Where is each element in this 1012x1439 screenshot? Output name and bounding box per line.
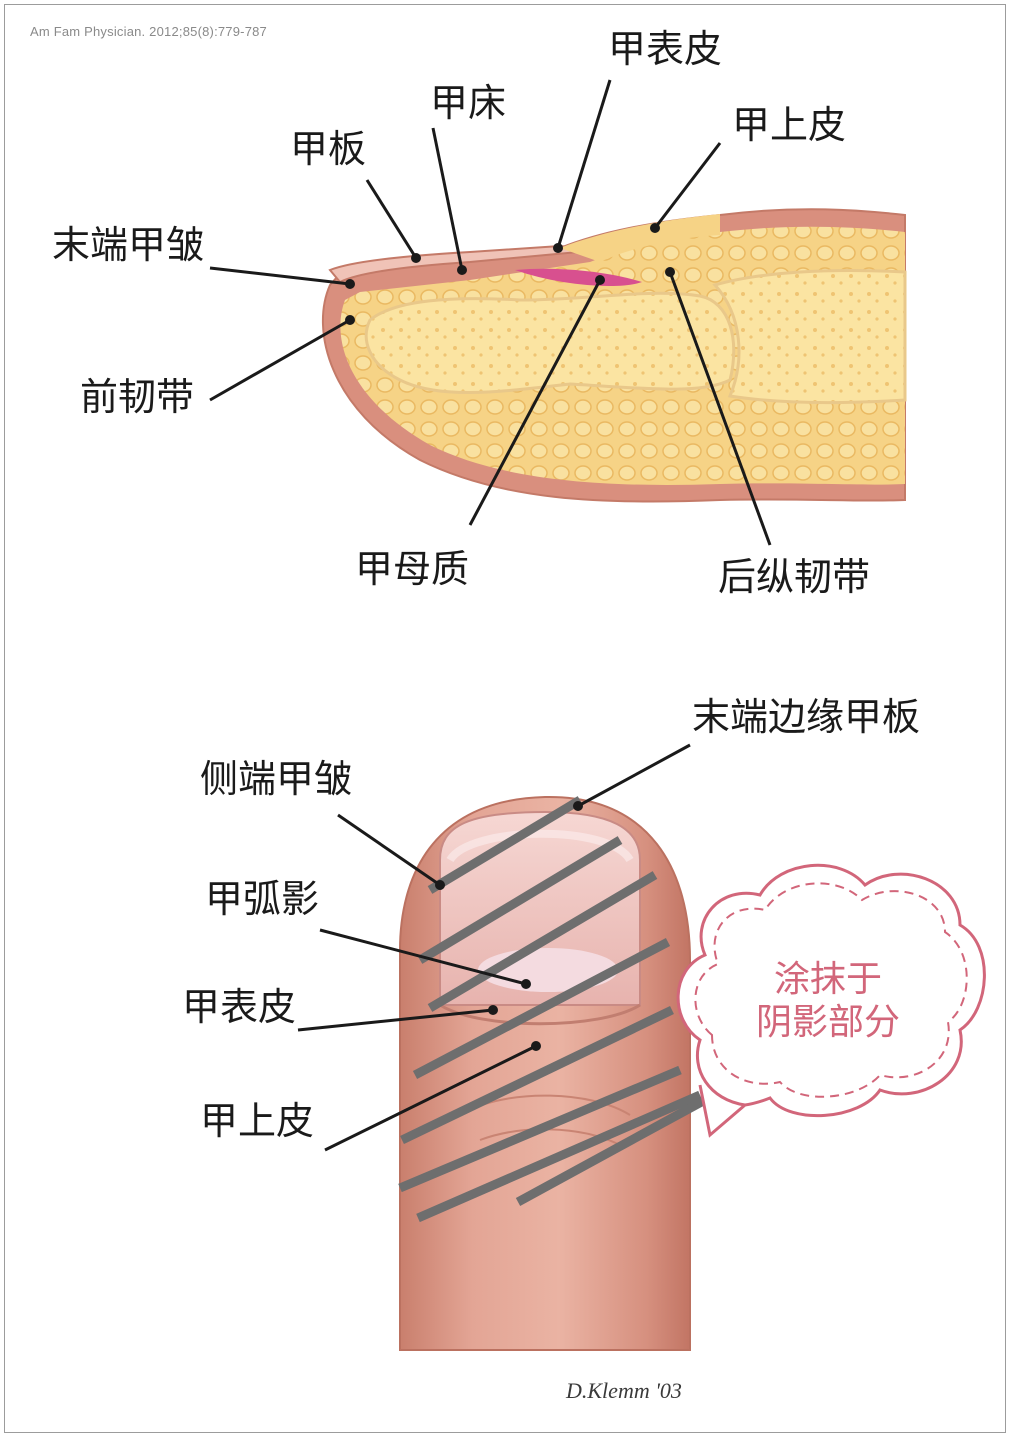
callout-line2: 阴影部分 bbox=[755, 1002, 900, 1044]
label-anterior-ligament: 前韧带 bbox=[80, 375, 195, 419]
label-nail-plate: 甲板 bbox=[290, 127, 367, 171]
label-matrix: 甲母质 bbox=[355, 547, 470, 591]
callout-cloud bbox=[676, 863, 986, 1138]
label-lateral-fold: 侧端甲皱 bbox=[200, 757, 353, 801]
application-area-hatching bbox=[398, 796, 708, 1223]
leader-dots-section bbox=[345, 223, 675, 325]
leader-dots-dorsal bbox=[435, 801, 583, 1051]
citation: Am Fam Physician. 2012;85(8):779-787 bbox=[30, 24, 267, 39]
label-lunula: 甲弧影 bbox=[205, 877, 320, 921]
artist-signature: D.Klemm '03 bbox=[566, 1378, 682, 1403]
callout-line1: 涂抹于 bbox=[773, 959, 882, 1000]
label-distal-fold: 末端甲皱 bbox=[52, 223, 205, 267]
label-eponychium-top: 甲上皮 bbox=[732, 103, 847, 147]
leader-lines-section bbox=[209, 79, 772, 546]
label-posterior-ligament: 后纵韧带 bbox=[718, 555, 871, 599]
callout-text: 涂抹于 阴影部分 bbox=[708, 958, 948, 1044]
label-cuticle: 甲表皮 bbox=[182, 985, 297, 1029]
label-free-edge: 末端边缘甲板 bbox=[692, 695, 921, 739]
label-nail-bed: 甲床 bbox=[430, 81, 507, 125]
label-hyponychium: 甲表皮 bbox=[608, 27, 723, 71]
label-eponychium-bottom: 甲上皮 bbox=[200, 1099, 315, 1143]
leader-lines-dorsal bbox=[297, 743, 691, 1152]
nail-cross-section bbox=[321, 208, 907, 503]
